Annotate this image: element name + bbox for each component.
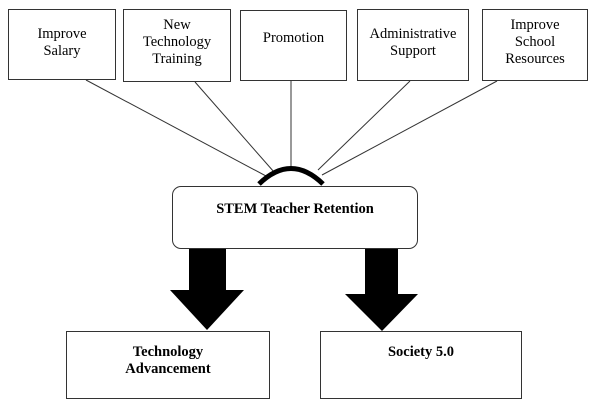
outcome-label-technology-advancement: Technology Advancement bbox=[125, 344, 211, 377]
factor-box-administrative-support: Administrative Support bbox=[357, 9, 469, 81]
factor-box-promotion: Promotion bbox=[240, 10, 347, 81]
factor-box-new-technology-training: New Technology Training bbox=[123, 9, 231, 82]
connector-line-admin-support bbox=[317, 80, 411, 171]
factor-label-promotion: Promotion bbox=[262, 30, 325, 46]
outcome-box-society-5-0: Society 5.0 bbox=[320, 331, 522, 399]
factor-label-improve-salary: Improve Salary bbox=[37, 26, 87, 59]
factor-box-improve-school-resources: Improve School Resources bbox=[482, 9, 588, 81]
down-arrow-left bbox=[170, 249, 244, 330]
central-label: STEM Teacher Retention bbox=[216, 201, 374, 217]
connector-line-school-resources bbox=[321, 80, 498, 176]
factor-label-administrative-support: Administrative Support bbox=[369, 26, 457, 59]
factor-label-improve-school-resources: Improve School Resources bbox=[505, 17, 565, 67]
central-box-stem-teacher-retention: STEM Teacher Retention bbox=[172, 186, 418, 249]
connector-hub-arc bbox=[257, 166, 325, 186]
outcome-label-society-5-0: Society 5.0 bbox=[387, 344, 455, 360]
factor-label-new-technology-training: New Technology Training bbox=[142, 17, 212, 67]
factor-box-improve-salary: Improve Salary bbox=[8, 9, 116, 80]
outcome-box-technology-advancement: Technology Advancement bbox=[66, 331, 270, 399]
down-arrow-right bbox=[345, 249, 418, 331]
connector-line-salary bbox=[85, 79, 267, 177]
connector-line-tech-training bbox=[194, 81, 275, 173]
